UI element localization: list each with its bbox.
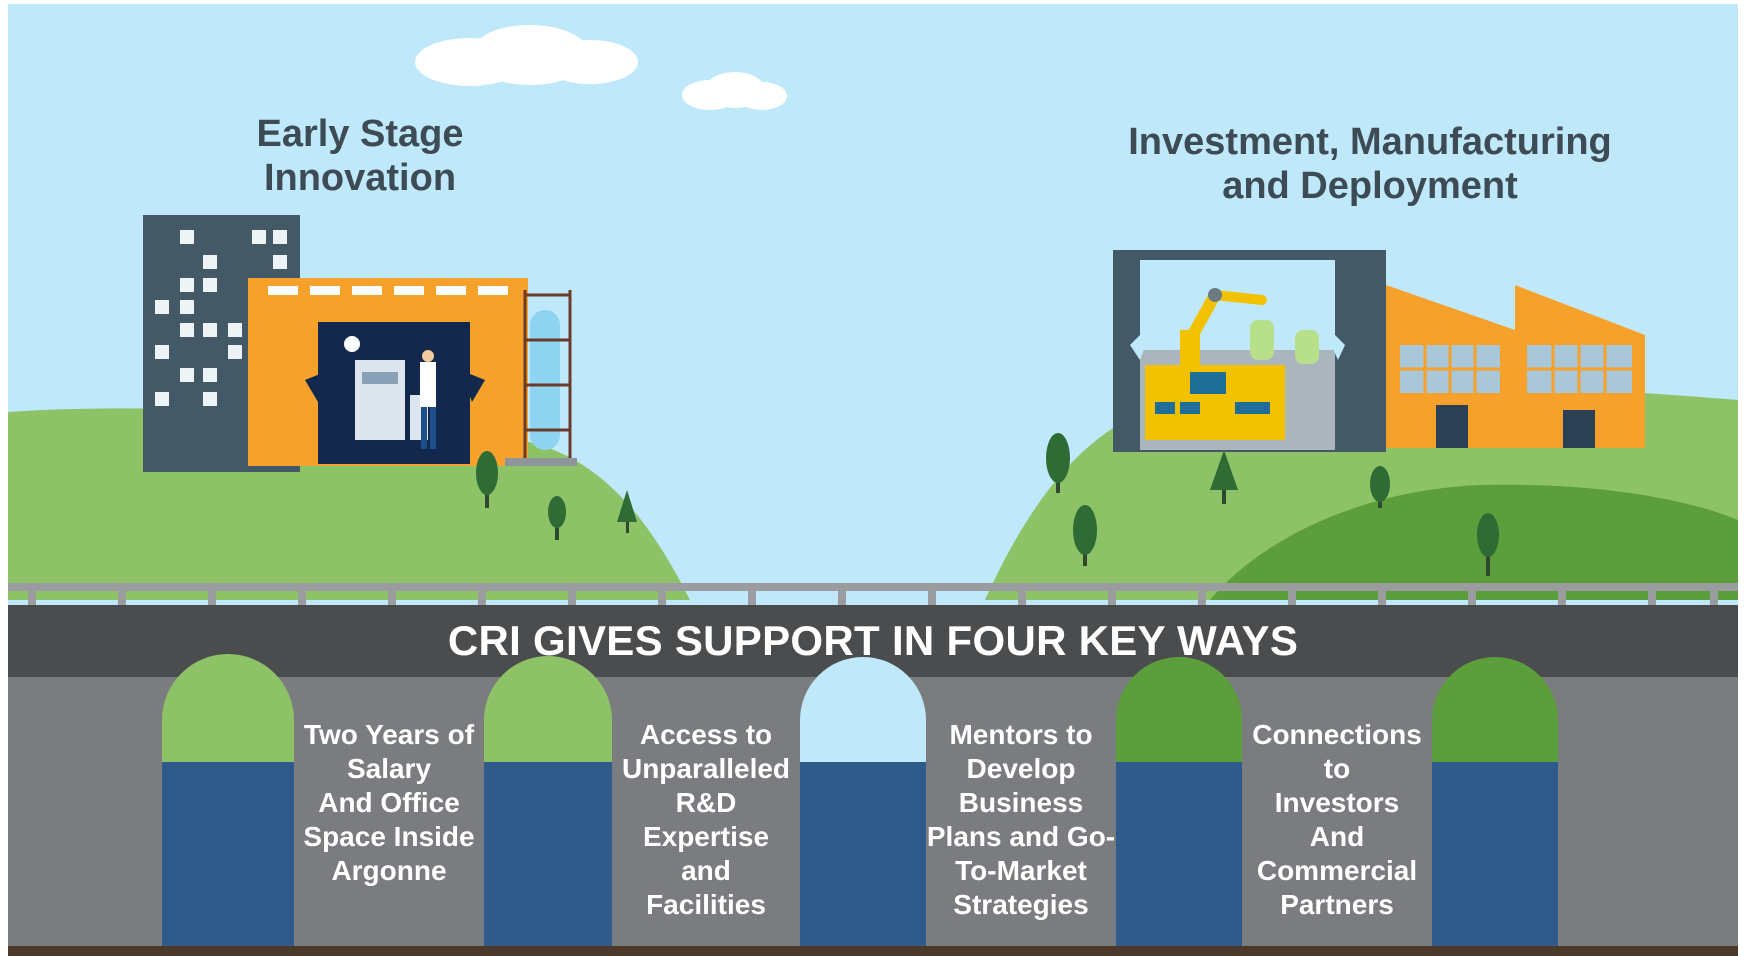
support-line: Space Inside (303, 821, 475, 852)
warehouse-icon (1386, 285, 1515, 448)
support-line: And (1309, 821, 1365, 852)
support-line: Expertise (642, 821, 770, 852)
support-line: And Office (318, 787, 460, 818)
tree-icon (476, 451, 498, 508)
support-line: Two Years of (303, 719, 475, 750)
tree-icon (1477, 513, 1499, 576)
support-way-rd-expertise: Access to Unparalleled R&D Expertise and… (612, 718, 800, 922)
support-line: Develop (966, 753, 1076, 784)
support-line: Investors (1274, 787, 1400, 818)
support-line: Argonne (331, 855, 447, 886)
bridge-railing (8, 583, 1738, 605)
support-way-salary: Two Years of Salary And Office Space Ins… (294, 718, 484, 888)
battery-icon (1250, 320, 1319, 364)
tree-icon (1073, 505, 1097, 566)
support-line: Connections to (1252, 719, 1422, 784)
bridge-arch (1432, 657, 1558, 956)
scientist-icon (420, 362, 436, 407)
bridge-arch (484, 656, 612, 956)
pine-tree-icon (1210, 450, 1238, 504)
investment-heading: Investment, Manufacturing and Deployment (1128, 121, 1612, 207)
cloud-small-icon (682, 72, 787, 110)
support-way-connections: Connections to Investors And Commercial … (1236, 718, 1438, 922)
tree-icon (1046, 433, 1070, 493)
support-line: Partners (1280, 889, 1394, 920)
early-stage-heading: Early Stage Innovation (256, 113, 464, 199)
factory-icon (1113, 250, 1386, 452)
support-line: R&D (675, 787, 737, 818)
bridge-arch (162, 654, 294, 956)
support-way-mentors: Mentors to Develop Business Plans and Go… (926, 718, 1116, 922)
support-line: Plans and Go- (926, 821, 1116, 852)
support-line: Mentors to (949, 719, 1093, 750)
banner-title: CRI GIVES SUPPORT IN FOUR KEY WAYS (447, 617, 1299, 664)
robot-arm-icon (1180, 288, 1267, 370)
support-line: Access to (639, 719, 773, 750)
bridge-arch (1116, 657, 1242, 956)
support-line: Facilities (646, 889, 766, 920)
support-line: and (681, 855, 731, 886)
storage-tank-icon (530, 310, 560, 450)
tree-icon (548, 496, 566, 540)
support-line: To-Market (955, 855, 1087, 886)
support-line: Unparalleled (621, 753, 791, 784)
bridge-arch (800, 657, 926, 956)
support-line: Salary (346, 753, 432, 784)
support-line: Business (958, 787, 1084, 818)
pine-tree-icon (617, 490, 637, 533)
warehouse-icon (1515, 285, 1645, 448)
support-line: Strategies (953, 889, 1089, 920)
tree-icon (1370, 466, 1390, 508)
cloud-icon (415, 25, 638, 86)
ground-strip (8, 946, 1738, 956)
right-hill-dark (1210, 484, 1738, 600)
support-line: Commercial (1256, 855, 1418, 886)
lab-building-icon (248, 278, 577, 466)
